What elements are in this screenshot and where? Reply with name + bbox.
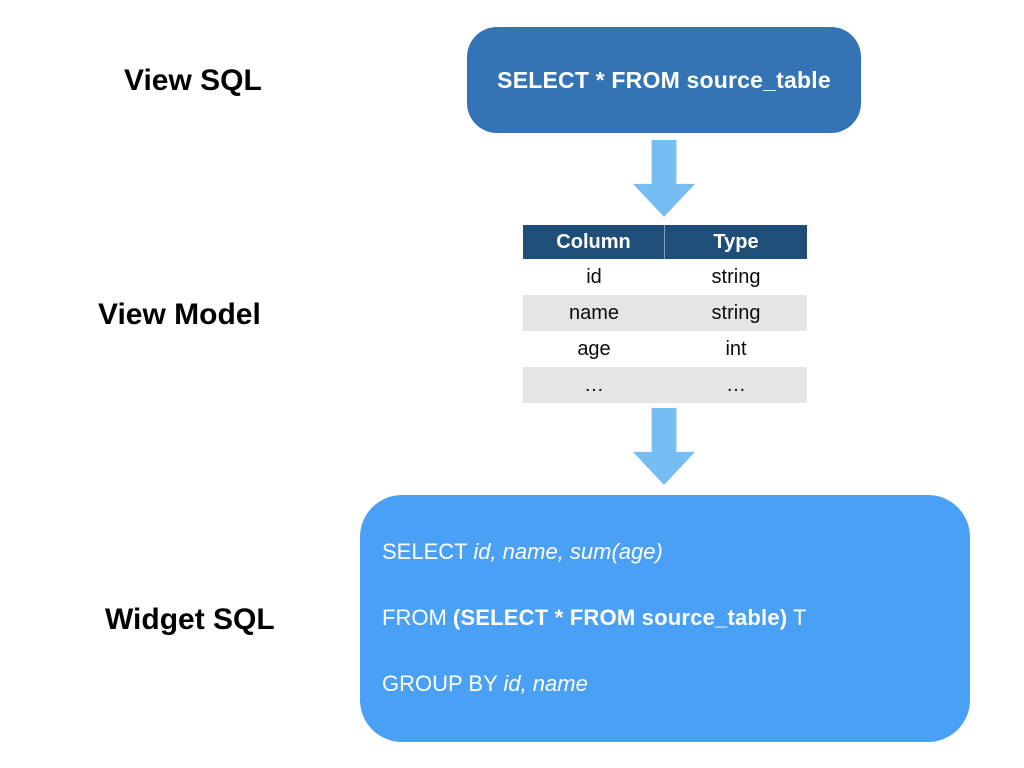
- sql-alias: T: [787, 605, 807, 630]
- widget-sql-line-from: FROM (SELECT * FROM source_table) T: [382, 605, 950, 630]
- table-row: … …: [523, 367, 807, 403]
- table-cell-type: …: [726, 373, 746, 396]
- table-cell-column: id: [586, 265, 602, 288]
- table-row: age int: [523, 331, 807, 367]
- sql-keyword: FROM: [382, 605, 453, 630]
- view-model-label: View Model: [98, 298, 261, 331]
- table-cell-type: string: [711, 265, 761, 288]
- sql-keyword: GROUP BY: [382, 671, 504, 696]
- table-row: id string: [523, 259, 807, 295]
- table-cell-type: int: [725, 337, 747, 360]
- table-header-type: Type: [713, 230, 759, 253]
- sql-columns: id, name: [503, 671, 588, 696]
- widget-sql-box: SELECT id, name, sum(age) FROM (SELECT *…: [360, 495, 970, 742]
- widget-sql-line-groupby: GROUP BY id, name: [382, 671, 950, 696]
- view-sql-box: SELECT * FROM source_table: [467, 27, 861, 133]
- view-model-table: Column Type id string name string age in…: [523, 225, 807, 403]
- table-header-row: Column Type: [523, 225, 807, 259]
- view-sql-query-text: SELECT * FROM source_table: [497, 66, 831, 93]
- sql-columns: id, name, sum(age): [473, 539, 663, 564]
- table-cell-column: name: [568, 301, 620, 324]
- table-row: name string: [523, 295, 807, 331]
- down-arrow-icon: [633, 140, 695, 217]
- down-arrow-icon: [633, 408, 695, 485]
- table-cell-column: age: [577, 337, 611, 360]
- sql-keyword: SELECT: [382, 539, 474, 564]
- table-header-column: Column: [523, 225, 665, 259]
- widget-sql-line-select: SELECT id, name, sum(age): [382, 539, 950, 564]
- sql-subquery: (SELECT * FROM source_table): [452, 605, 788, 630]
- table-cell-type: string: [711, 301, 761, 324]
- widget-sql-label: Widget SQL: [105, 603, 275, 636]
- view-sql-label: View SQL: [124, 64, 262, 97]
- table-cell-column: …: [584, 373, 604, 396]
